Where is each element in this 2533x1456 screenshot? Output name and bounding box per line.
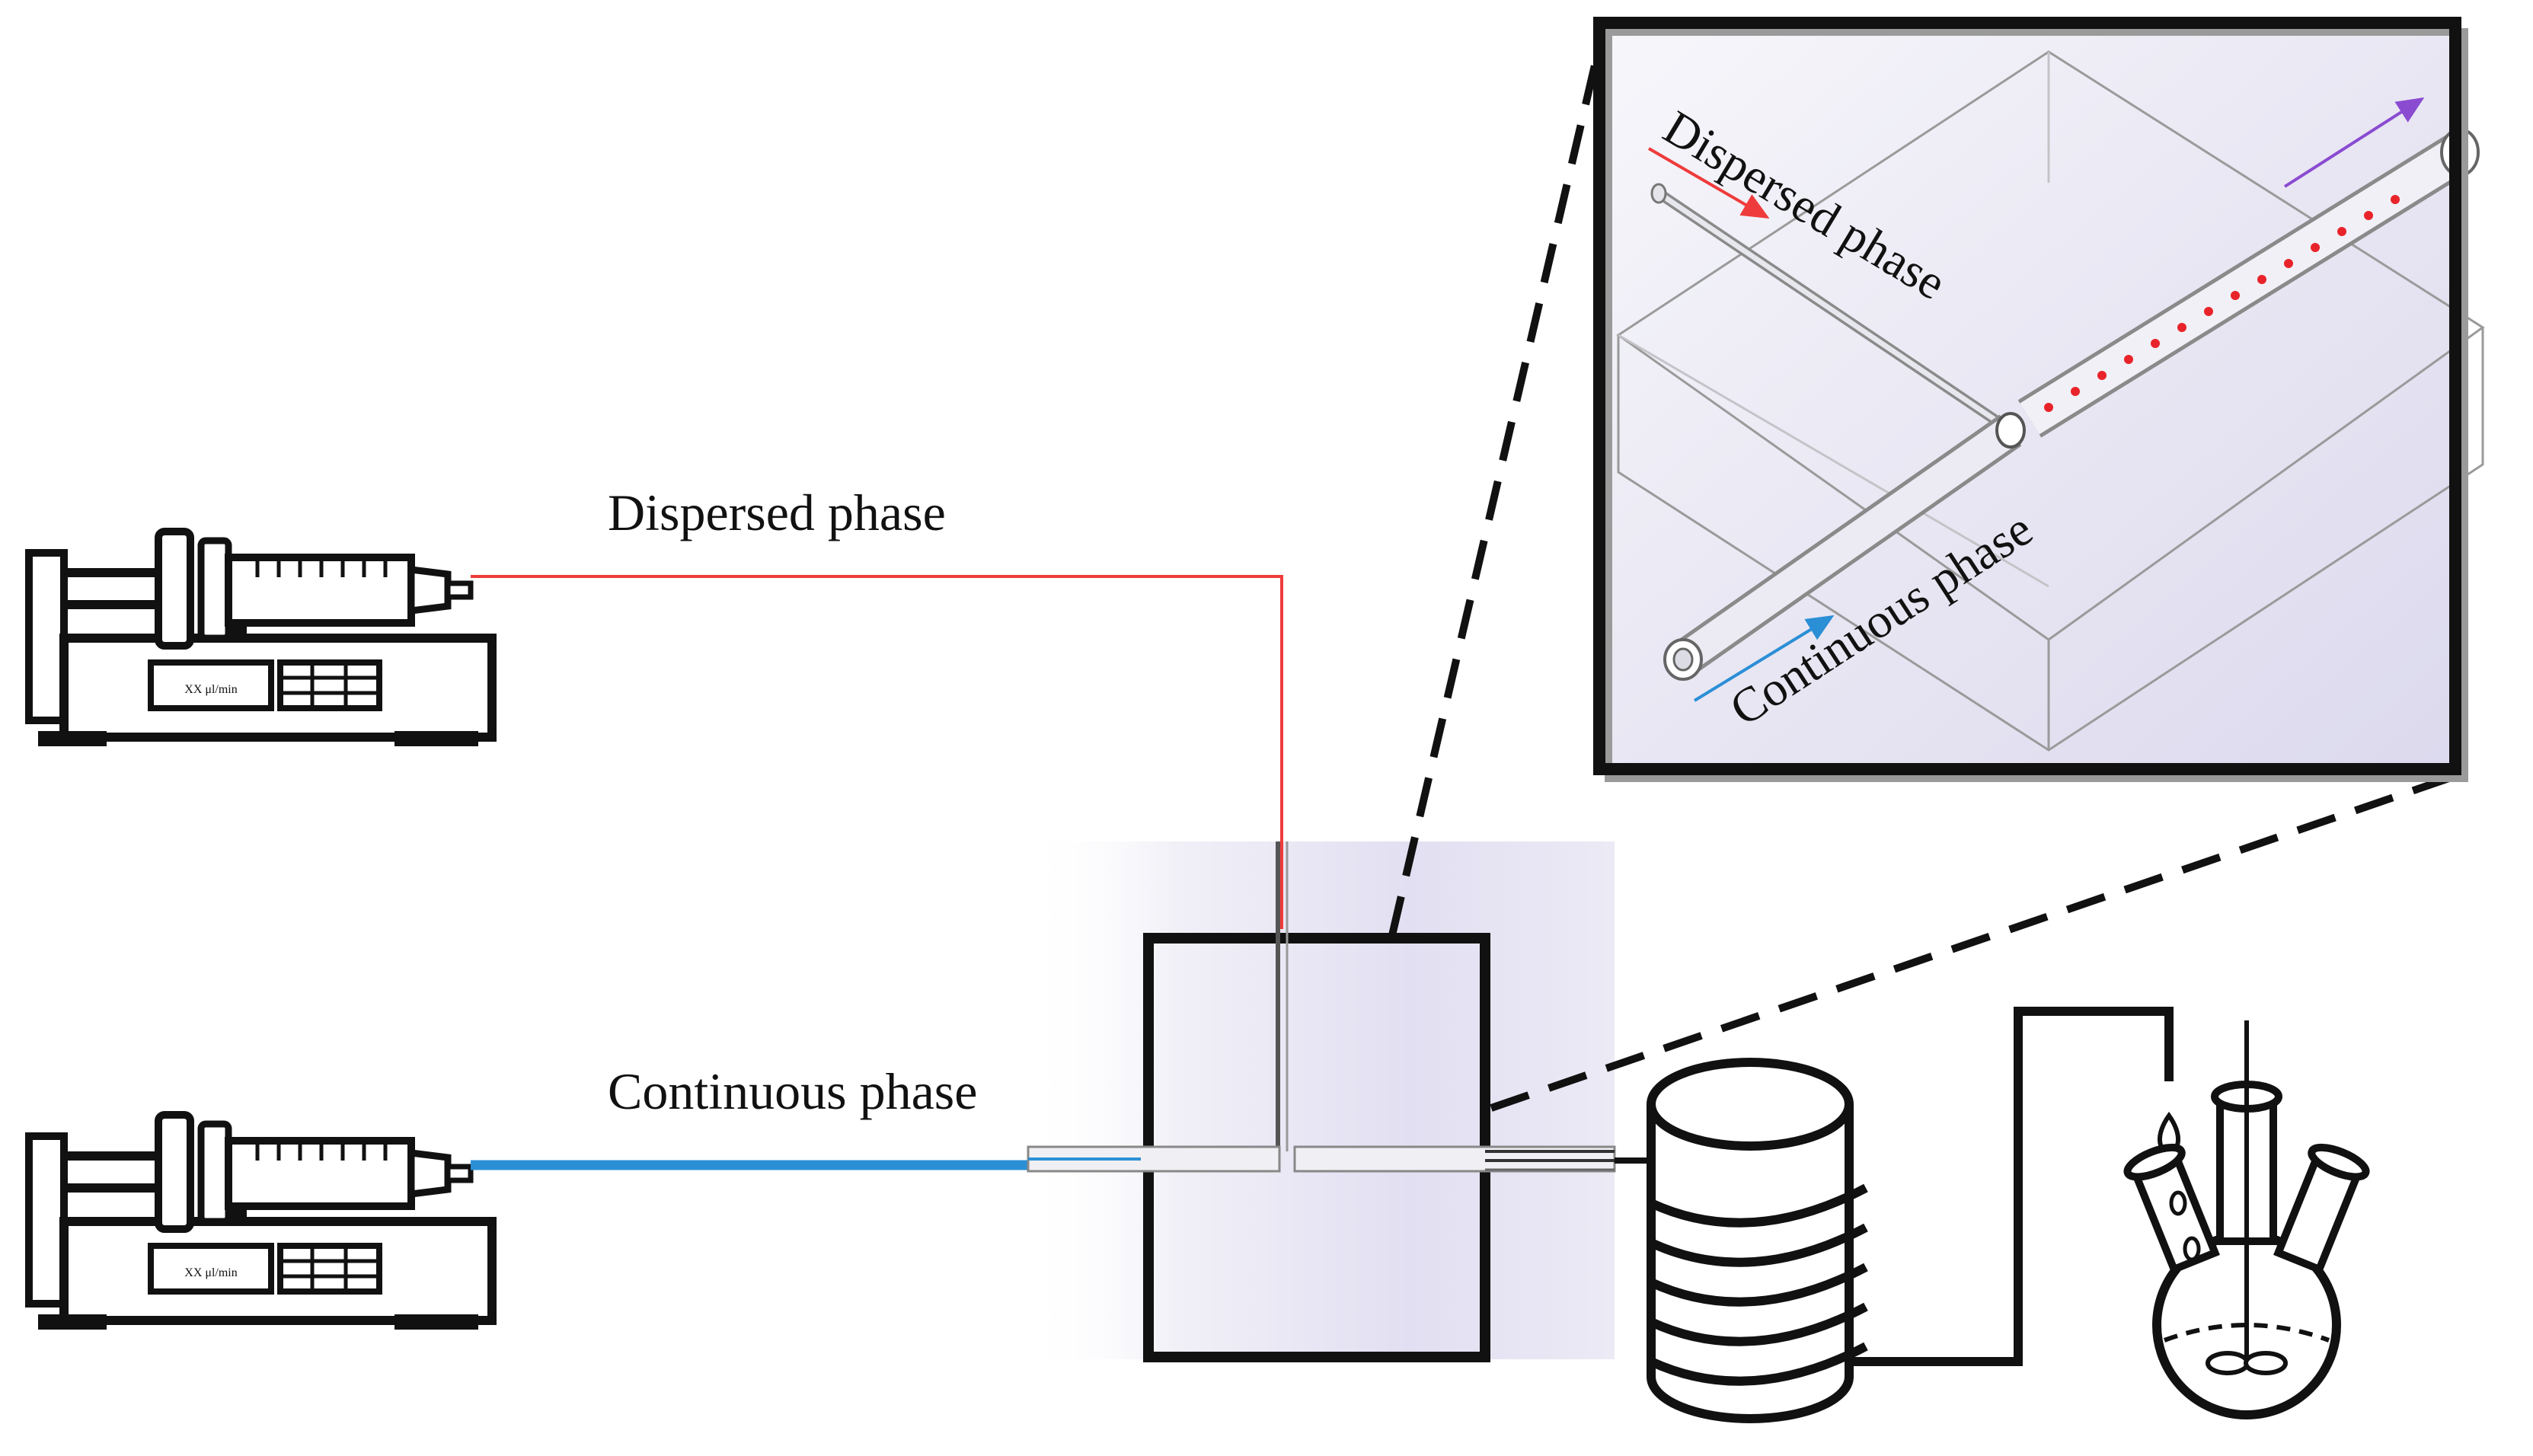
chip-background: [1028, 841, 1615, 1359]
zoom-line-upper: [1388, 44, 1603, 937]
dispersed-phase-line: [471, 575, 1283, 929]
syringe-pump-continuous-icon: XX μl/min: [29, 1115, 492, 1330]
inset-continuous-arrow: [1693, 615, 1835, 702]
syringe-pump-dispersed-icon: XX μl/min: [29, 532, 492, 746]
cooling-coil-icon: [1647, 1058, 1868, 1423]
zoom-inset: Dispersed phase Continuous phase: [1593, 17, 2485, 782]
inset-dispersed-arrow: [1647, 147, 1770, 219]
zoom-line-lower: [1490, 769, 2466, 1112]
continuous-phase-label: Continuous phase: [608, 1062, 977, 1120]
microfluidic-chip: [1027, 841, 1616, 1362]
outlet-pipe: [1851, 1007, 2174, 1366]
inset-continuous-tube: [1663, 414, 2022, 681]
pump-display-continuous: XX μl/min: [184, 1266, 237, 1279]
inset-dispersed-capillary: [1650, 183, 2014, 435]
inset-outlet-arrow: [2283, 97, 2425, 188]
three-neck-flask-icon: [2123, 1020, 2370, 1419]
dispersed-phase-label: Dispersed phase: [608, 484, 946, 541]
pump-display-dispersed: XX μl/min: [184, 683, 237, 696]
inset-droplets: [2044, 195, 2400, 412]
